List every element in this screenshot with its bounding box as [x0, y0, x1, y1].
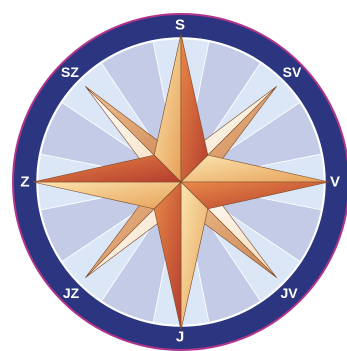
- label-northeast: SV: [283, 64, 302, 80]
- label-southeast: JV: [280, 285, 298, 301]
- label-northwest: SZ: [61, 64, 79, 80]
- label-west: Z: [20, 174, 29, 191]
- label-southwest: JZ: [63, 285, 80, 301]
- label-east: V: [330, 174, 340, 191]
- label-south: J: [176, 329, 184, 346]
- label-north: S: [175, 17, 185, 34]
